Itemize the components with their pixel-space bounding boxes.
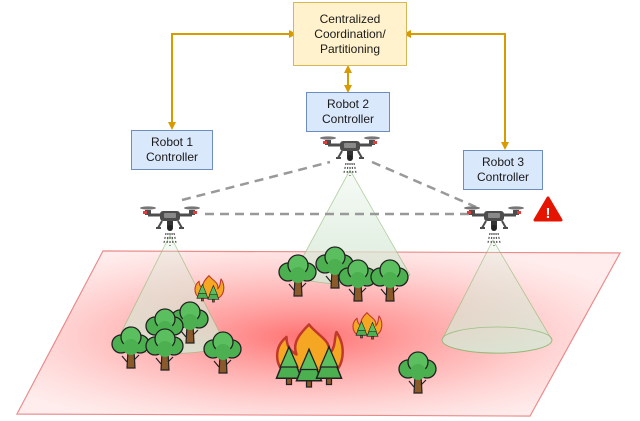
coordination-links	[168, 30, 509, 150]
coordination-box: Centralized Coordination/ Partitioning	[293, 2, 407, 66]
robot-2-controller-label: Robot 2 Controller	[321, 97, 375, 126]
coordination-label: Centralized Coordination/ Partitioning	[314, 11, 386, 56]
robot-2-controller: Robot 2 Controller	[306, 92, 390, 132]
drone-links	[181, 160, 477, 216]
warning-symbol: !	[546, 205, 551, 222]
robot-1-controller: Robot 1 Controller	[131, 130, 213, 170]
drone-icon-robot-3	[462, 204, 526, 248]
sensor-cone-robot-3	[441, 239, 553, 354]
robot-3-controller-label: Robot 3 Controller	[476, 155, 530, 184]
robot-1-controller-label: Robot 1 Controller	[145, 135, 199, 164]
warning-icon: !	[533, 196, 563, 222]
robot-3-controller: Robot 3 Controller	[463, 150, 543, 190]
